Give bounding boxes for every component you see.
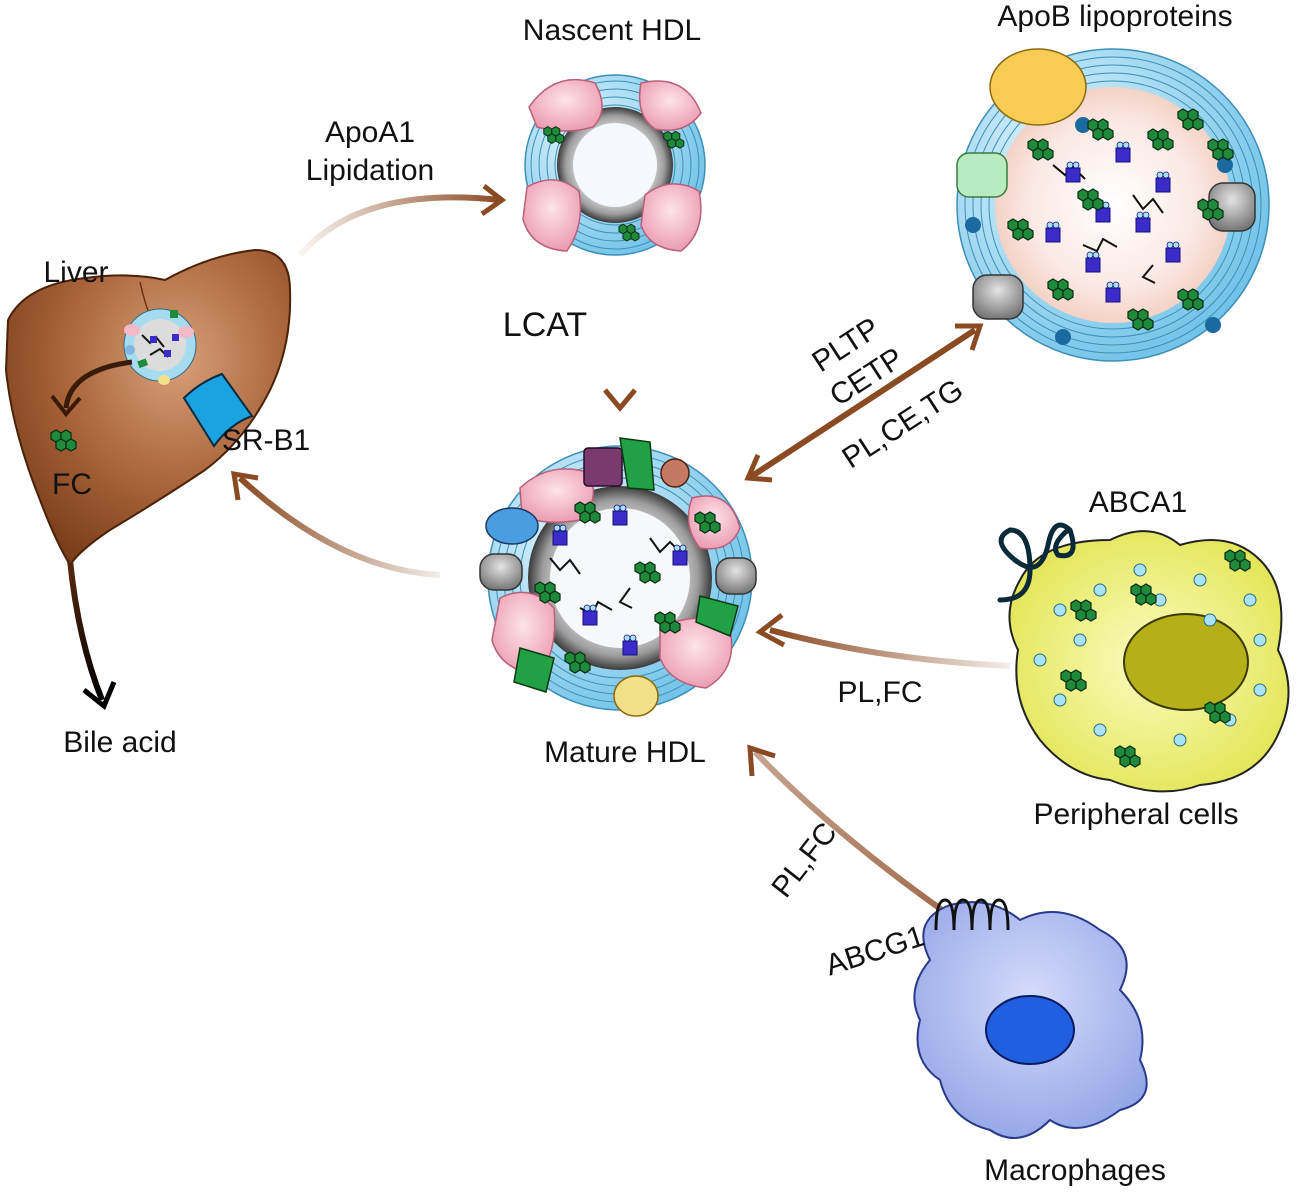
arrow-nascent-to-mature-head bbox=[603, 388, 637, 412]
apob-lipoprotein-particle bbox=[956, 48, 1270, 362]
arrow-exchange-head-apob bbox=[955, 323, 984, 351]
abcg1-transporter bbox=[934, 898, 1010, 931]
label-fc: FC bbox=[52, 468, 92, 501]
mature-hdl-particle bbox=[479, 437, 757, 717]
arrow-bile bbox=[67, 559, 105, 702]
arrow-exchange-head-mature bbox=[744, 454, 773, 483]
sr-b1-receptor bbox=[182, 372, 254, 448]
macrophage-nucleus bbox=[985, 995, 1075, 1065]
label-apob-lipoproteins: ApoB lipoproteins bbox=[997, 0, 1232, 33]
label-lipidation: Lipidation bbox=[306, 154, 434, 187]
arrows bbox=[67, 184, 1011, 913]
label-mature-hdl: Mature HDL bbox=[544, 736, 706, 769]
arrow-bile-head bbox=[82, 681, 117, 711]
label-pl-fc-peripheral: PL,FC bbox=[837, 676, 922, 709]
label-pl-fc-macrophage: PL,FC bbox=[765, 816, 843, 903]
label-bile-acid: Bile acid bbox=[63, 726, 176, 759]
arrow-mature-to-liver bbox=[237, 475, 441, 578]
arrow-liver-to-nascent bbox=[297, 194, 501, 257]
label-abcg1: ABCG1 bbox=[822, 920, 929, 983]
label-nascent-hdl: Nascent HDL bbox=[523, 14, 701, 47]
arrow-macrophage-to-mature-head bbox=[747, 744, 776, 777]
liver bbox=[4, 248, 292, 567]
nascent-hdl-particle bbox=[522, 74, 706, 256]
arrow-exchange-apob bbox=[750, 327, 977, 479]
arrow-peripheral-to-mature bbox=[769, 627, 1011, 669]
liver-shape bbox=[4, 248, 292, 567]
arrow-peripheral-to-mature-head bbox=[755, 613, 786, 648]
label-sr-b1: SR-B1 bbox=[222, 424, 310, 457]
macrophage bbox=[913, 898, 1148, 1139]
arrow-liver-to-nascent-head bbox=[480, 184, 507, 217]
label-macrophages: Macrophages bbox=[984, 1154, 1166, 1187]
label-liver: Liver bbox=[43, 256, 108, 289]
label-abca1: ABCA1 bbox=[1089, 486, 1187, 519]
peripheral-cell bbox=[997, 522, 1290, 793]
peripheral-cell-nucleus bbox=[1123, 613, 1249, 711]
label-lcat: LCAT bbox=[503, 306, 587, 344]
abca1-transporter bbox=[997, 522, 1076, 603]
arrow-macrophage-to-mature bbox=[752, 749, 944, 913]
label-peripheral-cells: Peripheral cells bbox=[1033, 798, 1238, 831]
label-apoa1: ApoA1 bbox=[325, 116, 415, 149]
liver-hdl-particle bbox=[123, 308, 197, 385]
arrow-mature-to-liver-head bbox=[231, 470, 259, 501]
